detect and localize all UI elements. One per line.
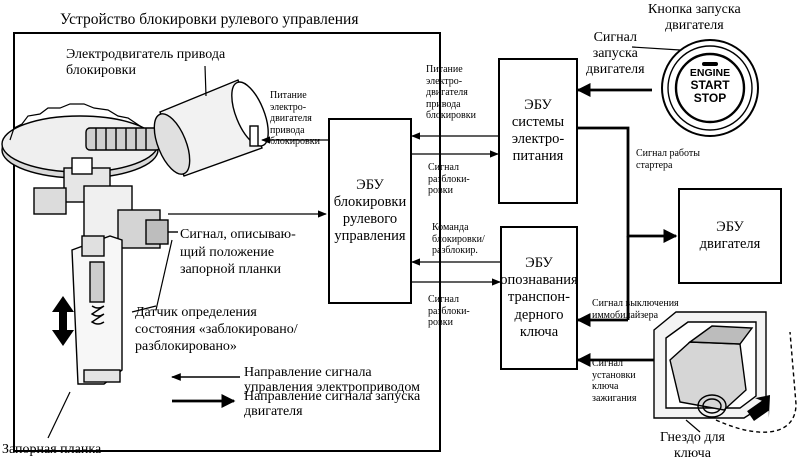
unlock-signal-lower-label: Сигнал разблоки- ровки	[428, 294, 470, 328]
lock-mechanism-illustration	[1, 79, 269, 385]
engine-ecu-label: ЭБУ двигателя	[699, 218, 761, 252]
legend-thin-label: Направление сигнала управления электропр…	[244, 365, 420, 395]
power-ecu-label: ЭБУ системы электро- питания	[511, 96, 565, 165]
position-signal-label: Сигнал, описываю- щий положение запорной…	[180, 227, 296, 277]
leader-lines	[47, 46, 701, 439]
engine-ecu-box: ЭБУ двигателя	[678, 188, 782, 284]
key-slot-illustration	[653, 311, 797, 433]
diagram-title: Устройство блокировки рулевого управлени…	[60, 11, 359, 28]
motor-power-label-left: Питание электро- двигателя привода блоки…	[270, 90, 320, 147]
device-frame	[13, 32, 441, 452]
motor-label: Электродвигатель привода блокировки	[66, 47, 226, 78]
transponder-ecu-label: ЭБУ опознавания транспон- дерного ключа	[500, 255, 578, 340]
key-slot-label: Гнездо для ключа	[660, 430, 725, 461]
start-signal-label: Сигнал запуска двигателя	[586, 30, 645, 78]
starter-signal-label: Сигнал работы стартера	[636, 148, 700, 171]
start-button-text: ENGINE START STOP	[686, 67, 734, 105]
immobilizer-off-label: Сигнал выключения иммобилайзера	[592, 298, 679, 321]
power-ecu-box: ЭБУ системы электро- питания	[498, 58, 578, 204]
start-button-text-line-1: ENGINE	[689, 67, 731, 79]
lock-bar-travel-arrow	[52, 296, 74, 346]
start-button-label: Кнопка запуска двигателя	[648, 2, 741, 33]
transponder-ecu-box: ЭБУ опознавания транспон- дерного ключа	[500, 226, 578, 370]
lock-command-label: Команда блокировки/ разблокир.	[432, 222, 485, 256]
key-set-signal-label: Сигнал установки ключа зажигания	[592, 358, 637, 404]
unlock-signal-upper-label: Сигнал разблоки- ровки	[428, 162, 470, 196]
sensor-label: Датчик определения состояния «заблокиров…	[135, 305, 298, 354]
lock-bar-label: Запорная планка	[2, 442, 102, 457]
motor-power-label-right: Питание электро- двигателя привода блоки…	[426, 64, 476, 121]
steering-lock-ecu-box: ЭБУ блокировки рулевого управления	[328, 118, 412, 304]
engine-start-button	[661, 39, 759, 137]
arrow-power-ecu-to-engine-ecu	[578, 126, 678, 243]
start-button-text-line-3: STOP	[693, 90, 727, 105]
key-insert-arrow	[747, 395, 771, 421]
legend-thick-label: Направление сигнала запуска двигателя	[244, 389, 421, 419]
start-button-text-line-2: START	[690, 78, 730, 93]
steering-lock-ecu-label: ЭБУ блокировки рулевого управления	[333, 176, 407, 245]
